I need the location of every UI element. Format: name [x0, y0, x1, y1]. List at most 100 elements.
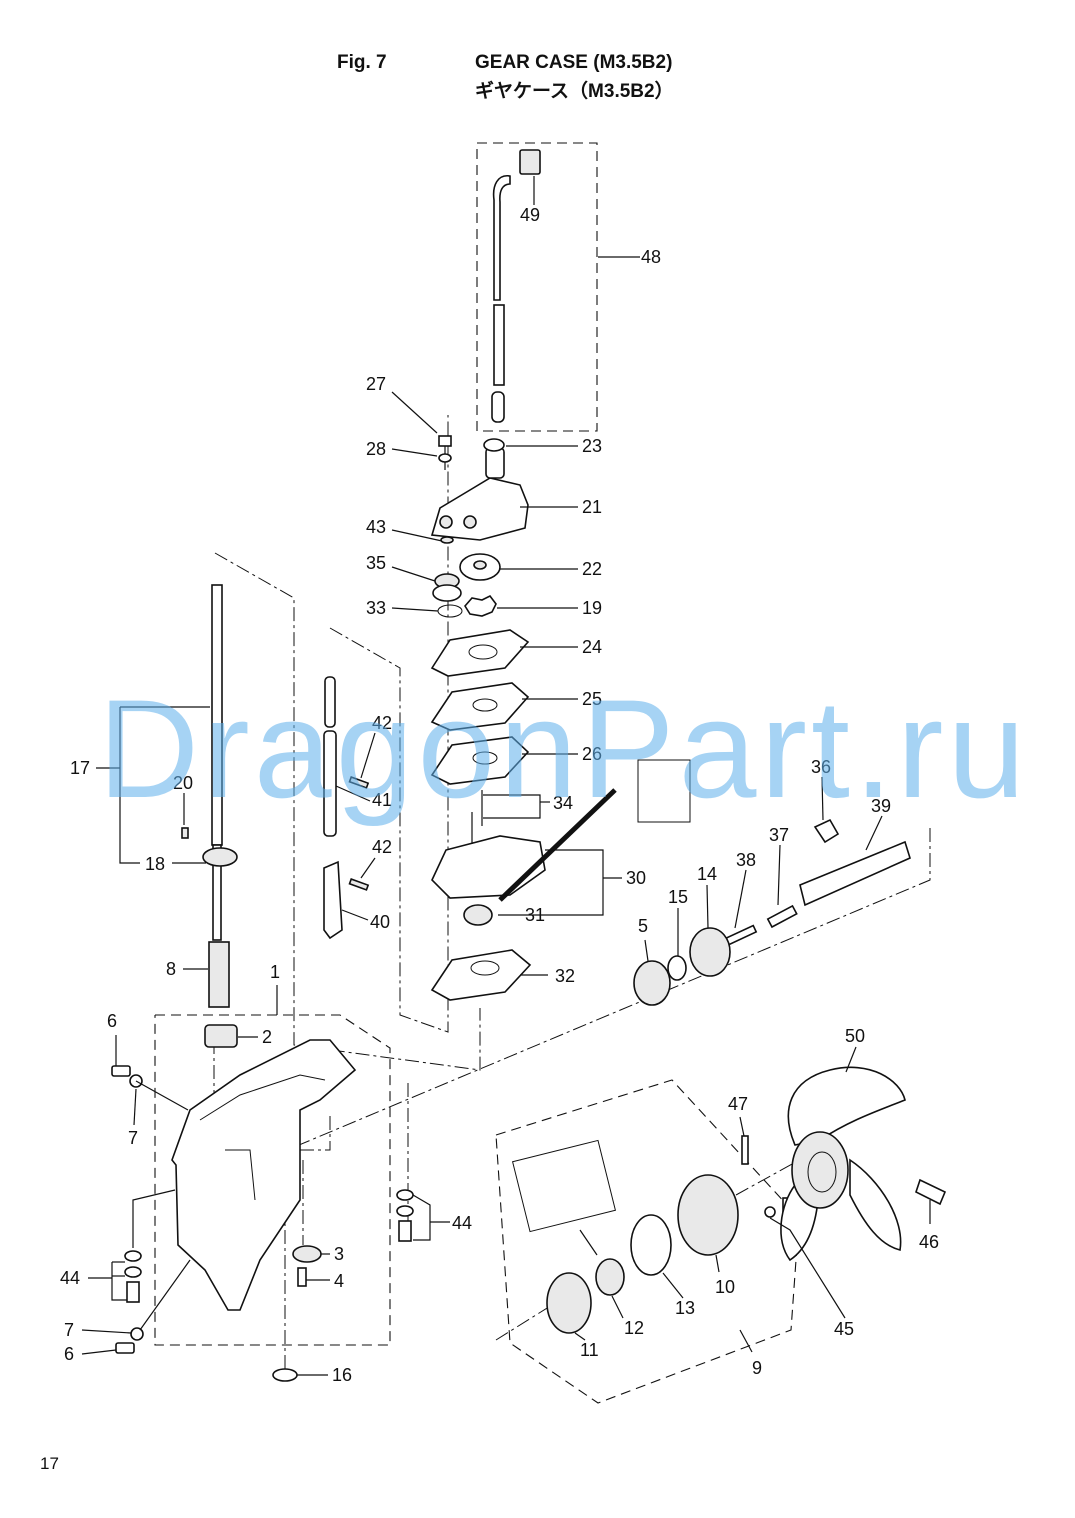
callout-6b: 6: [64, 1344, 74, 1364]
cotter-pin-46: [915, 1178, 947, 1206]
pump-plates: [430, 629, 532, 1001]
callout-19: 19: [582, 598, 602, 618]
callout-16: 16: [332, 1365, 352, 1385]
figure-title-jp: ギヤケース（M3.5B2）: [475, 81, 674, 102]
plug-16: [272, 1368, 298, 1382]
callout-20: 20: [173, 773, 193, 793]
bolt-4: [297, 1267, 307, 1287]
callout-3: 3: [334, 1244, 344, 1264]
shim-15: [667, 955, 687, 981]
propeller-50: [780, 1066, 947, 1262]
drive-shaft-17: [181, 584, 238, 1008]
callout-12: 12: [624, 1318, 644, 1338]
gear-14: [689, 927, 731, 977]
callout-2: 2: [262, 1027, 272, 1047]
figure-title-en: GEAR CASE (M3.5B2): [475, 52, 673, 73]
lower-casing: [111, 1024, 414, 1382]
bearing-5: [633, 960, 671, 1006]
bearing-11: [546, 1272, 592, 1334]
group-box-1: [154, 1014, 391, 1346]
callout-37: 37: [769, 825, 789, 845]
callout-45: 45: [834, 1319, 854, 1339]
spring-37: [766, 904, 798, 929]
water-tube-48: [491, 149, 541, 423]
callout-25: 25: [582, 689, 602, 709]
impeller-parts: [432, 536, 501, 618]
bearing-2: [204, 1024, 238, 1048]
callout-10: 10: [715, 1277, 735, 1297]
callout-36: 36: [811, 757, 831, 777]
callout-26: 26: [582, 744, 602, 764]
callout-15: 15: [668, 887, 688, 907]
pin-20: [181, 827, 189, 839]
figure-label: Fig. 7: [337, 52, 387, 73]
propeller-shaft-39: [799, 840, 911, 907]
callout-47: 47: [728, 1094, 748, 1114]
bearing-housing-10: [677, 1174, 739, 1256]
callout-6: 6: [107, 1011, 117, 1031]
propeller-cap-assembly: [498, 788, 800, 1334]
leader-lines: [81, 176, 931, 1376]
shift-rod-41: [323, 676, 370, 940]
callout-42b: 42: [372, 837, 392, 857]
callout-39: 39: [871, 796, 891, 816]
callout-49: 49: [520, 205, 540, 225]
callout-35: 35: [366, 553, 386, 573]
callout-27: 27: [366, 374, 386, 394]
callout-8: 8: [166, 959, 176, 979]
callout-18: 18: [145, 854, 165, 874]
propeller-shaft-parts: [633, 818, 911, 1006]
callout-21: 21: [582, 497, 602, 517]
seal-3: [292, 1245, 322, 1263]
screw-6: [111, 1065, 131, 1077]
callout-32: 32: [555, 966, 575, 986]
callout-11: 11: [580, 1340, 599, 1360]
pump-inset-arrow: [498, 788, 617, 902]
callout-14: 14: [697, 864, 717, 884]
callout-44: 44: [452, 1213, 472, 1233]
callout-40: 40: [370, 912, 390, 932]
callout-labels: 1 2 3 4 5 6 6 7 7 8 9 10 11 12 13 14 15 …: [60, 205, 939, 1385]
pump-housing-21: [430, 435, 529, 541]
shift-rod-lever-40: [323, 860, 343, 940]
clutch-36: [813, 818, 840, 844]
callout-4: 4: [334, 1271, 344, 1291]
callout-28: 28: [366, 439, 386, 459]
callout-22: 22: [582, 559, 602, 579]
o-ring-13: [630, 1214, 672, 1276]
group-box-9: [495, 1079, 800, 1404]
drive-shaft-sleeve-8: [208, 941, 230, 1008]
callout-9: 9: [752, 1358, 762, 1378]
inset-arrow: [579, 1229, 598, 1256]
callout-50: 50: [845, 1026, 865, 1046]
callout-42: 42: [372, 713, 392, 733]
callout-34: 34: [553, 793, 573, 813]
callout-30: 30: [626, 868, 646, 888]
callout-23: 23: [582, 436, 602, 456]
screw-6b: [115, 1342, 135, 1354]
group-box-48: [476, 142, 598, 432]
callout-44b: 44: [60, 1268, 80, 1288]
callout-7: 7: [128, 1128, 138, 1148]
callout-41: 41: [372, 790, 392, 810]
seal-12: [595, 1258, 625, 1296]
pin-47: [741, 1135, 749, 1165]
callout-38: 38: [736, 850, 756, 870]
callout-46: 46: [919, 1232, 939, 1252]
callout-43: 43: [366, 517, 386, 537]
washer-7b: [130, 1327, 144, 1341]
page-number: 17: [40, 1454, 59, 1473]
callout-33: 33: [366, 598, 386, 618]
group-box-propshaft-inset: [511, 759, 691, 1233]
callout-48: 48: [641, 247, 661, 267]
callout-31: 31: [525, 905, 545, 925]
callout-7b: 7: [64, 1320, 74, 1340]
grommet-49: [519, 149, 541, 175]
callout-5: 5: [638, 916, 648, 936]
callout-13: 13: [675, 1298, 695, 1318]
callout-17: 17: [70, 758, 90, 778]
callout-1: 1: [270, 962, 280, 982]
callout-24: 24: [582, 637, 602, 657]
